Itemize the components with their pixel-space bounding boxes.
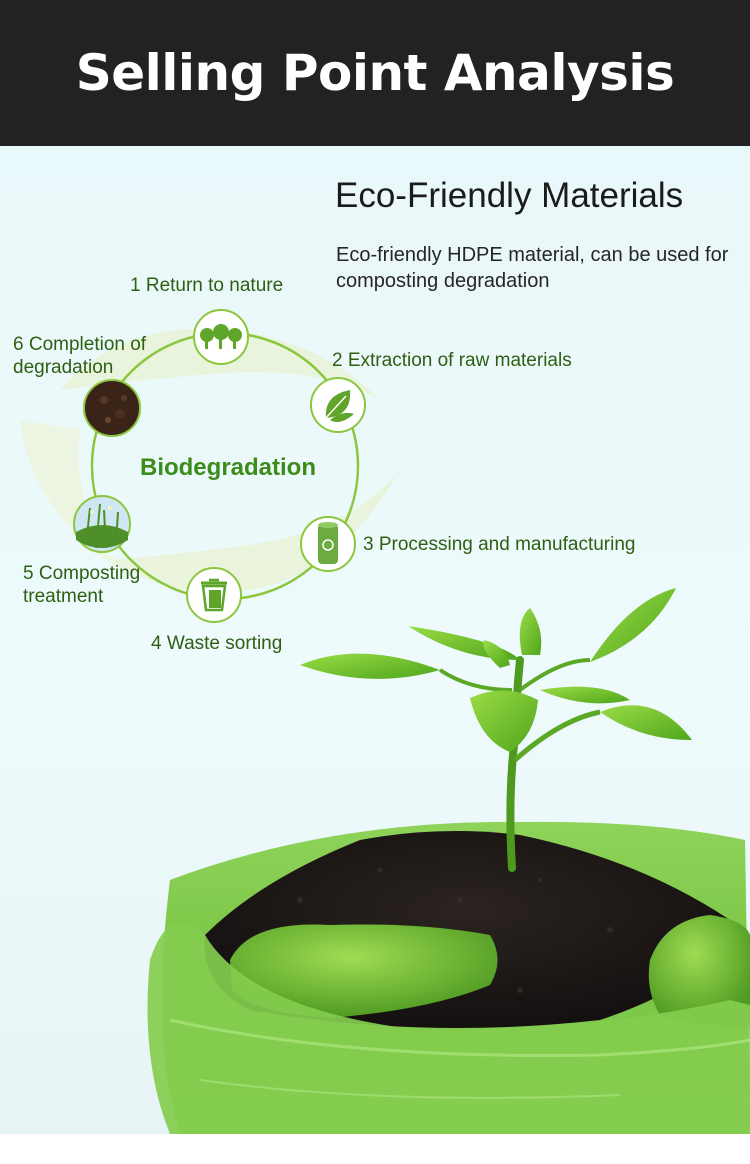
step-4-label: 4 Waste sorting — [151, 633, 283, 654]
trash-bin-icon — [186, 567, 242, 623]
step-2-label: 2 Extraction of raw materials — [332, 350, 572, 371]
plant-in-bag-illustration — [20, 328, 750, 1134]
feature-description: Eco-friendly HDPE material, can be used … — [336, 244, 729, 292]
leaf-icon — [310, 377, 366, 433]
feature-title: Eco-Friendly Materials — [335, 176, 684, 215]
biodegradation-cycle — [73, 309, 366, 623]
bag-front — [147, 922, 750, 1134]
bag-roll-icon — [300, 516, 356, 572]
moss-patch-left — [230, 924, 498, 1018]
grass-photo — [73, 495, 131, 553]
trees-icon — [193, 309, 249, 365]
soil-photo — [83, 379, 141, 437]
step-1-label: 1 Return to nature — [130, 275, 284, 296]
bottom-margin — [0, 1134, 750, 1164]
step-5-label: 5 Composting treatment — [23, 563, 141, 607]
cycle-center-label: Biodegradation — [139, 454, 316, 481]
content-panel: Eco-Friendly Materials Eco-friendly HDPE… — [0, 146, 750, 1134]
moss-patch-right — [648, 915, 750, 1026]
step-6-label: 6 Completion of degradation — [13, 334, 147, 378]
page-title: Selling Point Analysis — [75, 44, 675, 102]
step-3-label: 3 Processing and manufacturing — [363, 534, 636, 555]
header-banner: Selling Point Analysis — [0, 0, 750, 146]
